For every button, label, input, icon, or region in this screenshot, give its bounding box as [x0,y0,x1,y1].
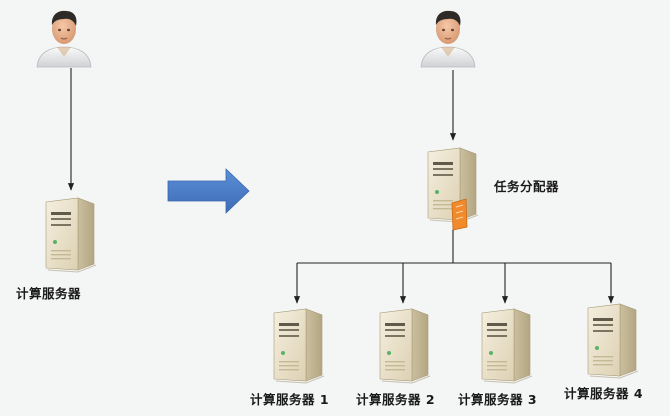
compute-server-label-3: 计算服务器 3 [458,392,538,407]
dispatcher-badge-icon [451,198,468,231]
compute-server-icon-2 [379,308,431,384]
before-server-label: 计算服务器 [16,286,82,301]
before-user-icon [36,10,92,68]
after-user-icon [420,10,476,68]
compute-server-icon-1 [273,308,325,384]
before-server-icon [45,197,97,273]
compute-server-icon-4 [587,303,639,379]
compute-server-label-4: 计算服务器 4 [564,386,644,401]
dispatcher-label: 任务分配器 [494,179,560,194]
transform-arrow-icon [167,168,250,214]
dispatcher-server-icon [427,147,479,231]
compute-server-label-2: 计算服务器 2 [356,392,436,407]
compute-server-icon-3 [481,308,533,384]
compute-server-label-1: 计算服务器 1 [250,392,330,407]
distribution-tree [293,230,615,304]
